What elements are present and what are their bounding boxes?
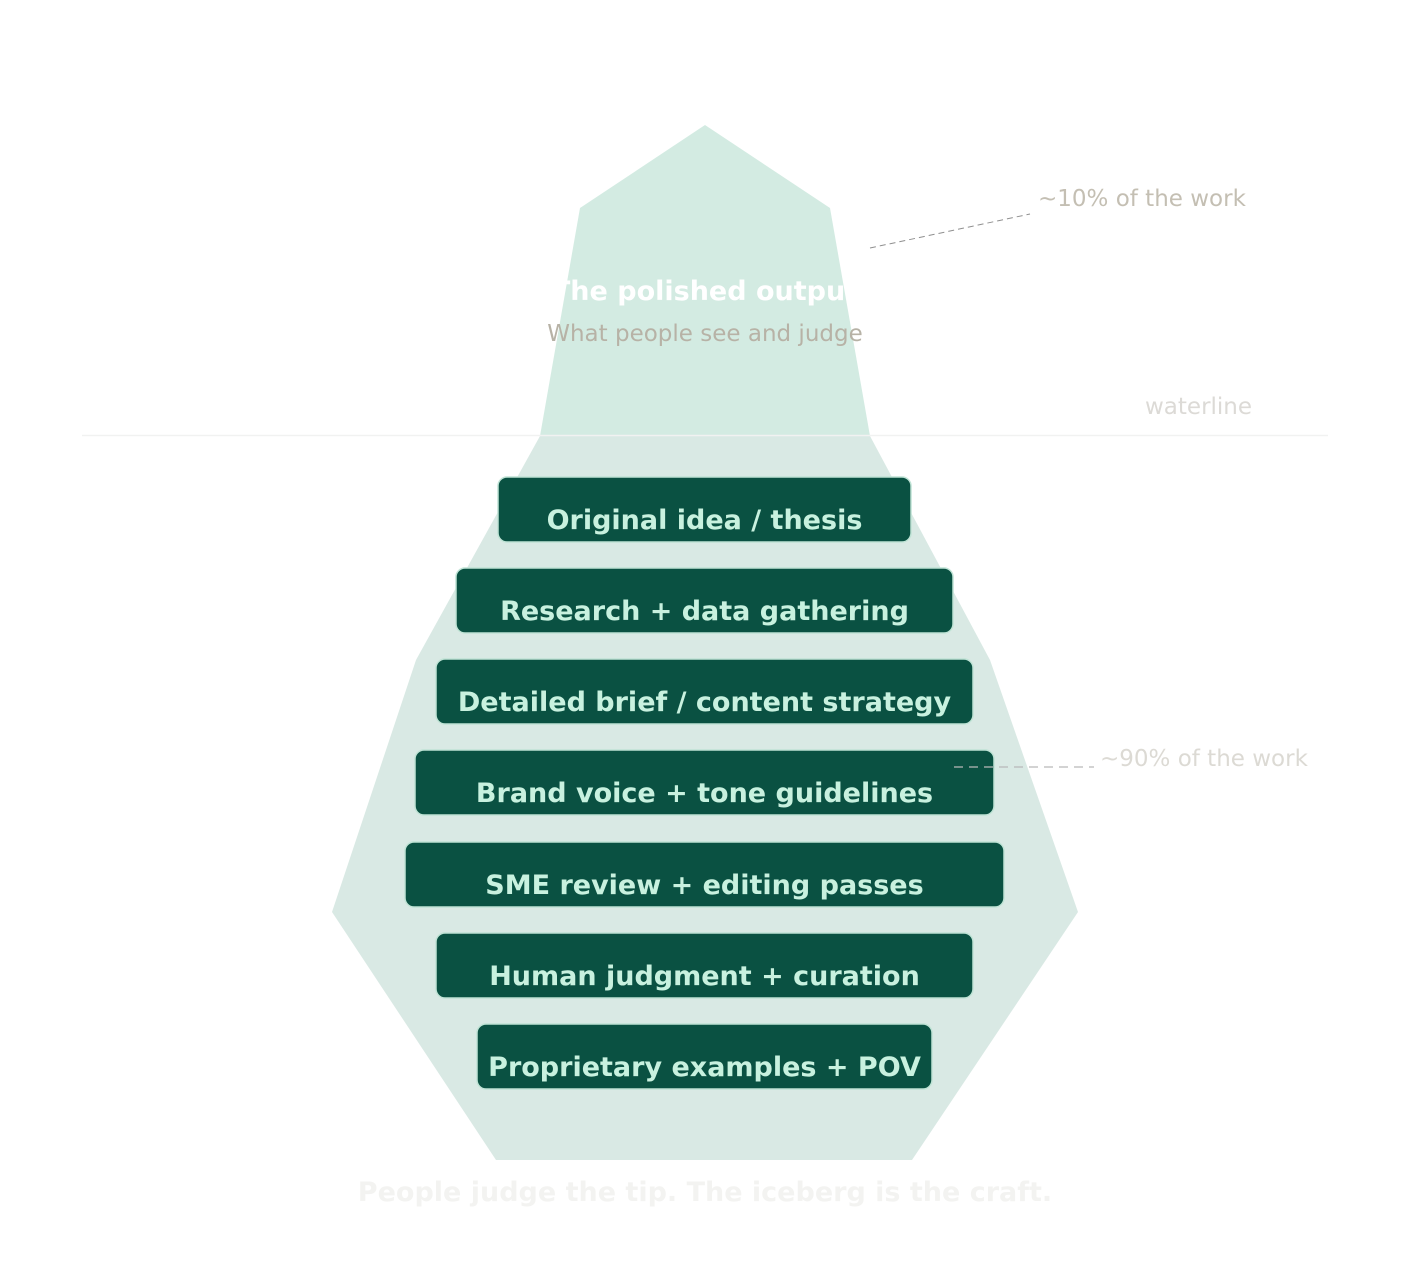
iceberg-tip-shape bbox=[540, 125, 870, 436]
above-pct-leader-line bbox=[869, 213, 1031, 249]
layer-label: Brand voice + tone guidelines bbox=[476, 778, 933, 809]
layer-box: Brand voice + tone guidelines bbox=[414, 749, 995, 816]
layer-box-background bbox=[404, 841, 1005, 908]
layer-label: SME review + editing passes bbox=[485, 870, 923, 901]
footer-caption: People judge the tip. The iceberg is the… bbox=[358, 1177, 1052, 1208]
above-pct-label: ~10% of the work bbox=[1038, 186, 1247, 212]
tip-title: The polished output bbox=[552, 276, 858, 307]
layer-box: SME review + editing passes bbox=[404, 841, 1005, 908]
waterline-label: waterline bbox=[1145, 394, 1252, 420]
layer-box: Proprietary examples + POV bbox=[476, 1023, 933, 1090]
layer-label: Detailed brief / content strategy bbox=[458, 687, 952, 718]
layer-label: Human judgment + curation bbox=[489, 961, 920, 992]
layer-box-background bbox=[497, 476, 912, 543]
layer-box-background bbox=[476, 1023, 933, 1090]
layer-label: Research + data gathering bbox=[500, 596, 909, 627]
layer-box: Research + data gathering bbox=[455, 567, 954, 634]
tip-subtitle: What people see and judge bbox=[547, 321, 863, 347]
layer-box-background bbox=[414, 749, 995, 816]
layer-label: Original idea / thesis bbox=[547, 505, 863, 536]
layer-box: Human judgment + curation bbox=[435, 932, 974, 999]
layer-box: Detailed brief / content strategy bbox=[435, 658, 974, 725]
layer-box-background bbox=[435, 658, 974, 725]
layer-box: Original idea / thesis bbox=[497, 476, 912, 543]
below-pct-label: ~90% of the work bbox=[1100, 746, 1309, 772]
layer-box-background bbox=[435, 932, 974, 999]
layer-box-background bbox=[455, 567, 954, 634]
layer-label: Proprietary examples + POV bbox=[488, 1052, 921, 1083]
